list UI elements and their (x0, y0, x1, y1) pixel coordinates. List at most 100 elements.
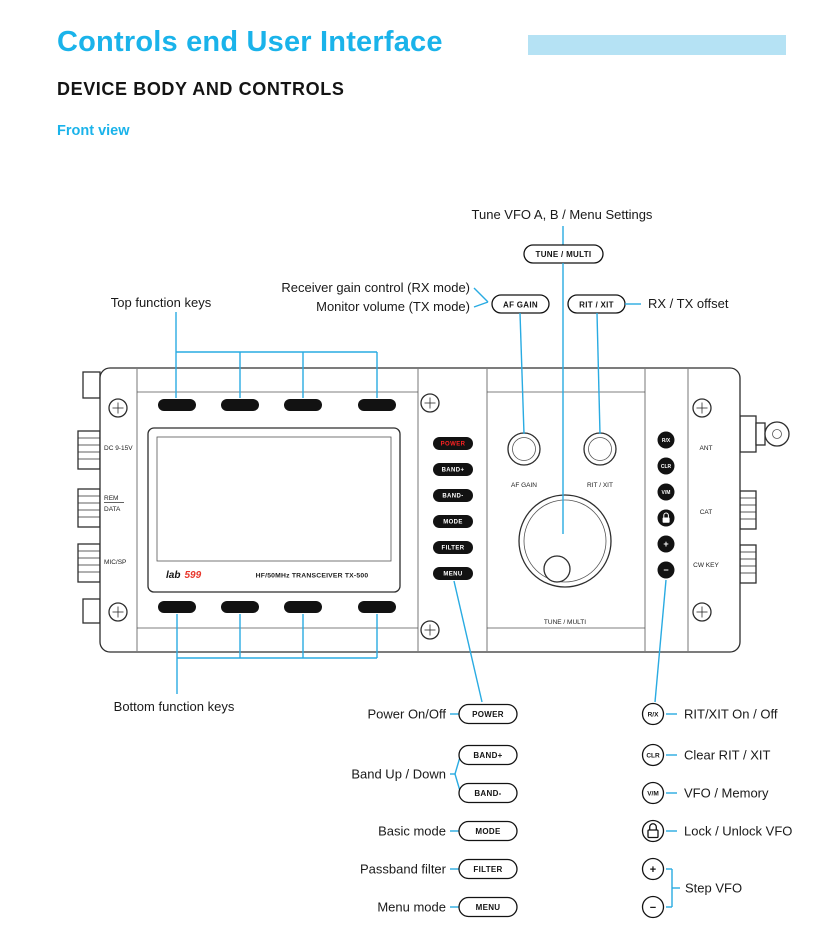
step-minus-button-label: − (663, 565, 668, 575)
tune-callout-pill-label: TUNE / MULTI (536, 250, 592, 259)
function-button-column: POWER BAND+ BAND- MODE FILTER MENU (433, 437, 473, 580)
mode-button-label: MODE (443, 520, 463, 526)
menu-button-label: MENU (443, 572, 462, 578)
bottom-keys-callout-label: Bottom function keys (114, 699, 235, 714)
screw-icon (420, 393, 440, 413)
dc-connector (77, 430, 101, 470)
vm-callout-btn: V/M (647, 790, 659, 797)
top-function-key[interactable] (158, 399, 196, 411)
ant-connector-neck (755, 422, 766, 446)
brand-logo-599: 599 (185, 570, 202, 581)
rit-xit-knob-label: RIT / XIT (587, 482, 613, 489)
bottom-function-keys (158, 601, 396, 613)
vm-callout-circle (641, 781, 665, 805)
bottom-function-key[interactable] (221, 601, 259, 613)
band-down-callout-pill-label: BAND- (474, 789, 501, 798)
rx-callout-label: RIT/XIT On / Off (684, 707, 778, 722)
step-vfo-label: Step VFO (685, 881, 742, 896)
af-gain-callout-line2: Monitor volume (TX mode) (316, 299, 470, 314)
clr-button[interactable] (657, 457, 675, 475)
display-screen (156, 436, 392, 562)
rx-button-label: R/X (662, 438, 671, 444)
ant-coax-connector (764, 421, 790, 447)
cat-label: CAT (700, 509, 713, 516)
rit-xit-knob[interactable] (583, 432, 617, 466)
cat-connector (739, 490, 757, 530)
bottom-function-key[interactable] (158, 601, 196, 613)
dc-label: DC 9-15V (104, 445, 133, 452)
band-up-callout-pill (458, 744, 518, 766)
callout-row-rx: R/X RIT/XIT On / Off (641, 702, 778, 726)
screw-icon (108, 398, 128, 418)
menu-button[interactable] (433, 567, 473, 580)
step-plus-button-label: + (663, 539, 668, 549)
bottom-function-key[interactable] (358, 601, 396, 613)
bottom-function-key[interactable] (284, 601, 322, 613)
callout-row-lock: Lock / Unlock VFO (641, 819, 792, 843)
af-gain-knob[interactable] (507, 432, 541, 466)
top-function-key[interactable] (284, 399, 322, 411)
ant-label: ANT (700, 445, 713, 452)
cw-key-connector (739, 544, 757, 584)
callout-row-menu: Menu mode MENU (377, 896, 518, 918)
callout-row-band: Band Up / Down BAND+ BAND- (351, 744, 518, 804)
callout-row-clr: CLR Clear RIT / XIT (641, 743, 771, 767)
band-down-button[interactable] (433, 489, 473, 502)
panel-screws (108, 393, 712, 640)
mode-callout-pill (458, 820, 518, 842)
menu-callout-label: Menu mode (377, 900, 446, 915)
minus-callout-btn: − (650, 902, 656, 914)
step-plus-button[interactable] (657, 535, 675, 553)
filter-button-label: FILTER (442, 546, 465, 552)
subsection-heading: Front view (57, 123, 130, 139)
step-minus-button[interactable] (657, 561, 675, 579)
band-up-button-label: BAND+ (442, 468, 465, 474)
mic-sp-connector (77, 543, 101, 583)
plus-callout-circle (641, 857, 665, 881)
top-function-key[interactable] (358, 399, 396, 411)
band-up-button[interactable] (433, 463, 473, 476)
power-button[interactable] (433, 437, 473, 450)
right-connectors (739, 415, 790, 584)
menu-callout-pill (458, 896, 518, 918)
callout-line (473, 301, 489, 308)
callout-row-step: + − Step VFO (641, 857, 742, 919)
vm-button[interactable] (657, 483, 675, 501)
side-button-column: R/X CLR V/M + − (657, 431, 675, 579)
mode-button[interactable] (433, 515, 473, 528)
clr-callout-circle (641, 743, 665, 767)
filter-button[interactable] (433, 541, 473, 554)
ant-connector-base (739, 415, 757, 453)
mic-sp-label: MIC/SP (104, 559, 126, 566)
rx-callout-circle (641, 702, 665, 726)
top-function-keys (158, 399, 396, 411)
callout-row-vm: V/M VFO / Memory (641, 781, 769, 805)
callout-row-mode: Basic mode MODE (378, 820, 518, 842)
callout-line (473, 287, 489, 303)
af-gain-callout-pill-label: AF GAIN (503, 301, 538, 310)
band-down-button-label: BAND- (442, 494, 463, 500)
tune-multi-knob[interactable] (518, 494, 612, 588)
screw-icon (108, 602, 128, 622)
top-function-key[interactable] (221, 399, 259, 411)
tune-callout-label: Tune VFO A, B / Menu Settings (472, 207, 653, 222)
title-accent-bar (528, 35, 786, 55)
power-button-label: POWER (441, 442, 466, 448)
brand-logo-lab: lab (166, 570, 180, 581)
screw-icon (692, 398, 712, 418)
callout-line (596, 312, 601, 435)
rx-button[interactable] (657, 431, 675, 449)
filter-callout-label: Passband filter (360, 862, 447, 877)
power-callout-label: Power On/Off (367, 707, 446, 722)
vm-button-label: V/M (662, 490, 671, 496)
band-callout-label: Band Up / Down (351, 767, 446, 782)
display: lab 599 HF/50MHz TRANSCEIVER TX-500 (147, 427, 401, 593)
power-callout-pill-label: POWER (472, 710, 504, 719)
rit-xit-callout-pill-label: RIT / XIT (579, 301, 614, 310)
plus-callout-btn: + (650, 864, 656, 876)
clr-button-label: CLR (661, 464, 672, 470)
clr-callout-btn: CLR (646, 752, 660, 759)
tune-multi-knob-label: TUNE / MULTI (544, 619, 586, 626)
callout-line (654, 579, 667, 703)
